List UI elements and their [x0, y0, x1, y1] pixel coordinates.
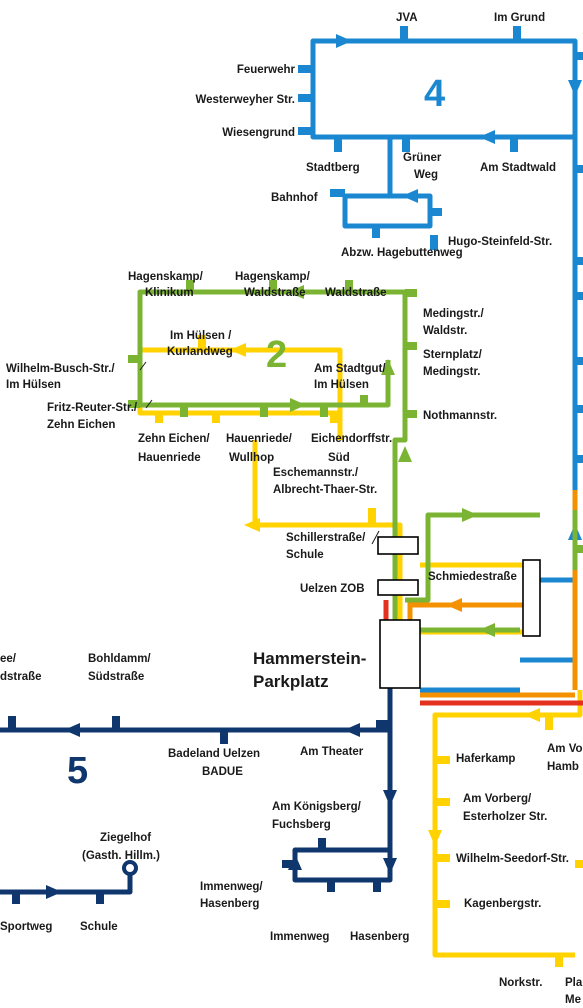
stop-label: Norkstr. — [499, 977, 542, 989]
yellow-stop-ticks — [155, 335, 583, 967]
line-2-arrows — [288, 285, 495, 637]
stop-label: Kurlandweg — [167, 346, 233, 358]
stop-label: Eichendorffstr. — [311, 433, 392, 445]
stop-label: Hamb — [547, 761, 579, 773]
line-2-number: 2 — [266, 334, 287, 376]
stop-label: Am Vorberg/ — [463, 793, 532, 805]
stop-label: Westerweyher Str. — [195, 94, 295, 106]
stop-label: Pla — [565, 977, 583, 989]
schmiedestrasse-station-box — [522, 559, 541, 637]
stop-label: Eschemannstr./ — [273, 467, 359, 479]
stop-label: Nothmannstr. — [423, 410, 497, 422]
main-hub-label: Parkplatz — [253, 672, 329, 691]
main-hub-label: Hammerstein- — [253, 649, 366, 668]
stop-label: Me — [565, 994, 581, 1006]
stop-label: Wilhelm-Seedorf-Str. — [456, 853, 569, 865]
stop-label: Hauenriede/ — [226, 433, 293, 445]
line-5-arrows — [46, 723, 397, 899]
stop-label: Hasenberg — [200, 898, 259, 910]
line-5-number: 5 — [67, 750, 88, 792]
stop-label: Waldstr. — [423, 325, 467, 337]
stop-label: Grüner — [403, 152, 442, 164]
stop-label: Fritz-Reuter-Str./ — [47, 402, 138, 414]
line-5-stop-ticks — [8, 716, 390, 904]
stop-label: Feuerwehr — [237, 64, 296, 76]
stop-label: ee/ — [0, 653, 17, 665]
stop-label: Kagenbergstr. — [464, 898, 541, 910]
stop-label: Esterholzer Str. — [463, 811, 547, 823]
stop-label: Waldstraße — [244, 287, 306, 299]
line-4-number: 4 — [424, 73, 445, 115]
station-boxes — [377, 536, 541, 689]
stop-label: Medingstr. — [423, 366, 481, 378]
stop-label: Klinikum — [145, 287, 194, 299]
stop-label: Medingstr./ — [423, 308, 485, 320]
stop-label: Süd — [328, 452, 350, 464]
stop-label: Am Königsberg/ — [272, 801, 362, 813]
stop-label: Wiesengrund — [222, 127, 295, 139]
stop-label: Ziegelhof — [100, 832, 151, 844]
stop-label: Hagenskamp/ — [128, 271, 204, 283]
schillerstrasse-station-box — [377, 536, 419, 555]
stop-label: Haferkamp — [456, 753, 515, 765]
stop-label: Am Vo — [547, 743, 583, 755]
stop-label: JVA — [396, 12, 418, 24]
stop-label: Abzw. Hagebuttenweg — [341, 247, 463, 259]
stop-label: Im Hülsen / — [170, 330, 232, 342]
stop-labels: JVA Im Grund Feuerwehr Westerweyher Str.… — [0, 12, 583, 1006]
orange-line-route — [407, 490, 578, 698]
stop-label: Am Stadtwald — [480, 162, 556, 174]
stop-label: Im Hülsen — [314, 379, 369, 391]
stop-label: Weg — [414, 169, 438, 181]
stop-label: Schule — [286, 549, 324, 561]
stop-label: Hagenskamp/ — [235, 271, 311, 283]
stop-label: Zehn Eichen — [47, 419, 115, 431]
stop-label: Uelzen ZOB — [300, 583, 365, 595]
stop-label: Fuchsberg — [272, 819, 331, 831]
line-4-arrows — [336, 34, 582, 540]
stop-label: Hugo-Steinfeld-Str. — [448, 236, 552, 248]
stop-label: Bahnhof — [271, 192, 318, 204]
stop-label: Am Theater — [300, 746, 364, 758]
orange-arrow — [446, 598, 462, 612]
stop-label: Schule — [80, 921, 118, 933]
ziegelhof-terminus-icon — [122, 860, 138, 876]
hammerstein-parkplatz-station-box — [379, 619, 421, 689]
stop-label: Hasenberg — [350, 931, 409, 943]
separator-lines — [139, 361, 380, 545]
stop-label: Immenweg — [270, 931, 329, 943]
stop-label: Immenweg/ — [200, 881, 263, 893]
stop-label: Im Hülsen — [6, 379, 61, 391]
stop-label: BADUE — [202, 766, 243, 778]
stop-label: Im Grund — [494, 12, 545, 24]
stop-label: Sternplatz/ — [423, 349, 483, 361]
stop-label: Wilhelm-Busch-Str./ — [6, 363, 115, 375]
stop-label: Albrecht-Thaer-Str. — [273, 484, 377, 496]
yellow-arrows — [230, 343, 540, 846]
stop-label: Schmiedestraße — [428, 571, 517, 583]
stop-label: Südstraße — [88, 671, 144, 683]
stop-label: Waldstraße — [325, 287, 387, 299]
stop-label: Badeland Uelzen — [168, 748, 260, 760]
stop-label: Am Stadtgut/ — [314, 363, 386, 375]
line-2-stop-ticks — [128, 280, 583, 553]
stop-label: Bohldamm/ — [88, 653, 151, 665]
line-4-stop-ticks — [298, 26, 583, 463]
stop-label: (Gasth. Hillm.) — [82, 850, 160, 862]
stop-label: Sportweg — [0, 921, 52, 933]
uelzen-zob-station-box — [377, 579, 419, 596]
stop-label: Schillerstraße/ — [286, 532, 366, 544]
stop-label: Wullhop — [229, 452, 274, 464]
stop-label: Hauenriede — [138, 452, 201, 464]
stop-label: dstraße — [0, 671, 42, 683]
line-5-route — [0, 688, 393, 895]
stop-label: Stadtberg — [306, 162, 360, 174]
stop-label: Zehn Eichen/ — [138, 433, 210, 445]
